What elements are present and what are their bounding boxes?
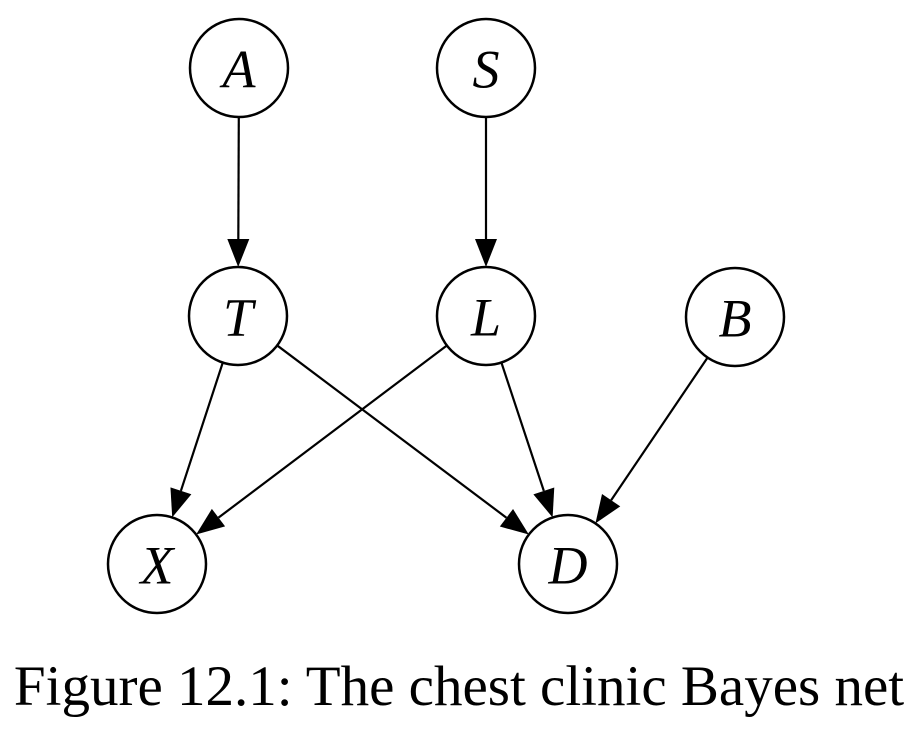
node-label-A: A	[220, 39, 257, 99]
edge-L-D	[500, 362, 555, 518]
node-D: D	[517, 513, 619, 615]
arrowhead-icon	[499, 508, 529, 535]
node-circle	[188, 17, 290, 119]
arrowhead-icon	[475, 239, 497, 267]
edge-line	[610, 356, 709, 501]
edge-T-X	[170, 362, 224, 518]
node-circle	[435, 265, 537, 367]
edge-line	[179, 362, 224, 492]
node-label-B: B	[719, 288, 752, 348]
node-label-L: L	[470, 287, 501, 347]
node-L: L	[435, 265, 537, 367]
edge-T-D	[276, 344, 529, 535]
figure-caption: Figure 12.1: The chest clinic Bayes net	[13, 655, 905, 718]
node-label-X: X	[139, 535, 176, 595]
arrowhead-icon	[595, 494, 621, 524]
node-B: B	[684, 266, 786, 368]
edge-S-L	[475, 117, 497, 267]
node-circle	[187, 265, 289, 367]
edge-B-D	[595, 356, 709, 524]
node-T: T	[187, 265, 289, 367]
node-circle	[106, 513, 208, 615]
edge-line	[500, 362, 545, 492]
arrowhead-icon	[227, 238, 250, 268]
node-S: S	[435, 17, 537, 119]
node-label-T: T	[223, 287, 257, 347]
node-label-S: S	[473, 39, 500, 99]
arrowhead-icon	[196, 508, 226, 535]
edge-line	[276, 344, 508, 519]
node-circle	[517, 513, 619, 615]
arrowhead-icon	[533, 487, 555, 518]
node-A: A	[188, 17, 290, 119]
edge-A-T	[227, 116, 250, 268]
node-circle	[435, 17, 537, 119]
node-circle	[684, 266, 786, 368]
node-X: X	[106, 513, 208, 615]
node-label-D: D	[548, 535, 588, 595]
edge-line	[217, 344, 448, 519]
edge-L-X	[196, 344, 448, 535]
arrowhead-icon	[170, 487, 192, 518]
